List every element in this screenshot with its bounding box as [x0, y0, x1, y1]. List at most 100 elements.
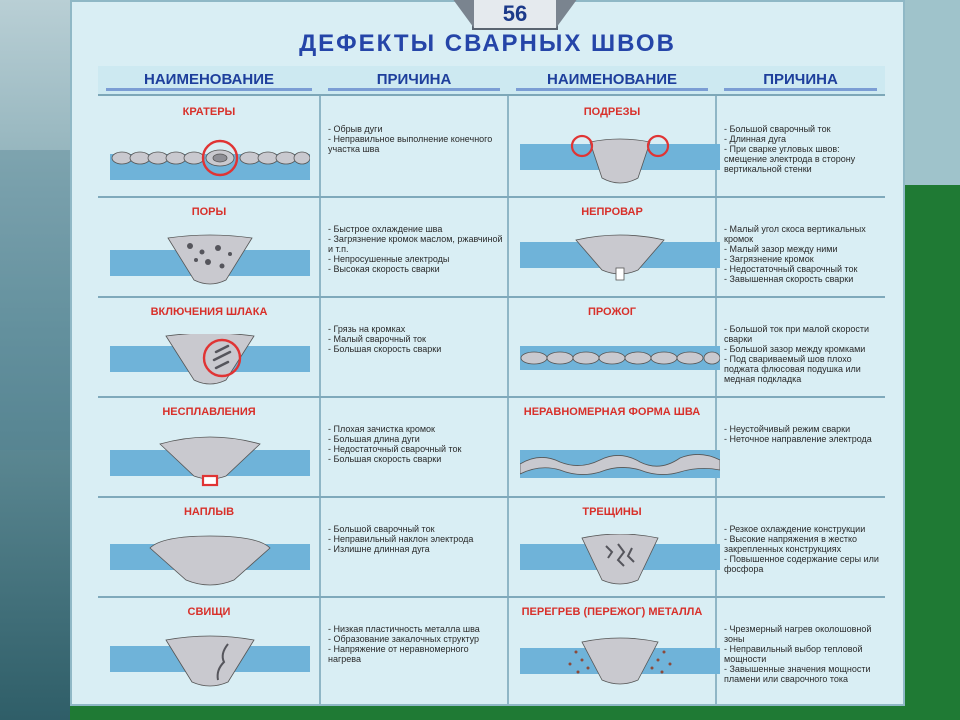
bottom-background-strip [70, 706, 905, 720]
defect-name: ВКЛЮЧЕНИЯ ШЛАКА [150, 306, 268, 318]
header-name-left: НАИМЕНОВАНИЕ [98, 66, 320, 96]
cause-cell: - Быстрое охлаждение шва - Загрязнение к… [320, 198, 508, 296]
cause-cell: - Плохая зачистка кромок - Большая длина… [320, 398, 508, 496]
lack-of-penetration-illustration [520, 234, 720, 281]
cause-item: - Большой ток при малой скорости сварки [724, 324, 870, 344]
cause-cell: - Малый угол скоса вертикальных кромок -… [716, 198, 885, 296]
left-background-frame [0, 0, 70, 720]
cause-item: - Грязь на кромках [328, 324, 406, 334]
cause-item: - Большой зазор между кромками [724, 344, 866, 354]
cause-item: - Неправильный наклон электрода [328, 534, 474, 544]
cause-item: - Завышенная скорость сварки [724, 274, 854, 284]
cause-list: - Большой сварочный ток - Неправильный н… [328, 524, 504, 554]
cause-item: - Низкая пластичность металла шва [328, 624, 480, 634]
cause-item: - Неправильное выполнение конечного учас… [328, 134, 493, 154]
defect-cell: НЕСПЛАВЛЕНИЯ [98, 398, 320, 496]
defect-name: КРАТЕРЫ [182, 106, 236, 118]
cause-cell: - Неустойчивый режим сварки - Неточное н… [716, 398, 885, 496]
cracks-weld-illustration [520, 534, 720, 585]
cause-list: - Низкая пластичность металла шва - Обра… [328, 624, 504, 664]
page-title: ДЕФЕКТЫ СВАРНЫХ ШВОВ [299, 30, 676, 57]
undercut-weld-illustration [520, 134, 720, 184]
uneven-weld-shape-illustration [520, 450, 720, 478]
cause-item: - Обрыв дуги [328, 124, 383, 134]
defect-name: СВИЩИ [187, 606, 231, 618]
cause-item: - Быстрое охлаждение шва [328, 224, 443, 234]
defect-cell: ПОДРЕЗЫ [508, 98, 720, 196]
cause-item: - Малый угол скоса вертикальных кромок [724, 224, 866, 244]
cause-list: - Обрыв дуги - Неправильное выполнение к… [328, 124, 504, 154]
cause-item: - Недостаточный сварочный ток [328, 444, 462, 454]
defect-cell: ПОРЫ [98, 198, 320, 296]
cause-item: - Повышенное содержание серы или фосфора [724, 554, 879, 574]
defect-name: НЕПРОВАР [581, 206, 643, 218]
header-cause-right: ПРИЧИНА [716, 66, 885, 96]
header-cause-left: ПРИЧИНА [320, 66, 508, 96]
cause-item: - Высокая скорость сварки [328, 264, 440, 274]
defect-name: ПРОЖОГ [587, 306, 637, 318]
pores-weld-illustration [110, 234, 310, 285]
cause-item: - Высокие напряжения в жестко закрепленн… [724, 534, 858, 554]
table-row: КРАТЕРЫ - Обрыв дуги - Неправильное выпо [98, 98, 885, 198]
table-row: СВИЩИ - Низкая пластичность металла шва … [98, 598, 885, 702]
defect-name: НАПЛЫВ [183, 506, 235, 518]
defect-name: ТРЕЩИНЫ [582, 506, 642, 518]
cause-item: - Неустойчивый режим сварки [724, 424, 851, 434]
column-divider [319, 96, 321, 706]
cause-item: - Непросушенные электроды [328, 254, 450, 264]
cause-item: - Резкое охлаждение конструкции [724, 524, 866, 534]
cause-item: - Большая скорость сварки [328, 454, 442, 464]
defect-name: ПЕРЕГРЕВ (ПЕРЕЖОГ) МЕТАЛЛА [521, 606, 703, 618]
cause-item: - Завышенные значения мощности пламени и… [724, 664, 871, 684]
cause-item: - Большой сварочный ток [328, 524, 435, 534]
cause-list: - Быстрое охлаждение шва - Загрязнение к… [328, 224, 504, 274]
cause-item: - Загрязнение кромок маслом, ржавчиной и… [328, 234, 503, 254]
lack-of-fusion-illustration [110, 436, 310, 487]
table-row: НАПЛЫВ - Большой сварочный ток - Неправи… [98, 498, 885, 598]
header-name-right: НАИМЕНОВАНИЕ [508, 66, 716, 96]
cause-cell: - Низкая пластичность металла шва - Обра… [320, 598, 508, 696]
defect-cell: СВИЩИ [98, 598, 320, 696]
cause-list: - Неустойчивый режим сварки - Неточное н… [724, 424, 881, 444]
column-divider [715, 96, 717, 706]
cause-item: - Малый сварочный ток [328, 334, 426, 344]
cause-item: - Под свариваемый шов плохо поджата флюс… [724, 354, 861, 384]
fistula-weld-illustration [110, 635, 310, 687]
cause-cell: - Резкое охлаждение конструкции - Высоки… [716, 498, 885, 596]
cause-item: - Чрезмерный нагрев околошовной зоны [724, 624, 872, 644]
defect-cell: КРАТЕРЫ [98, 98, 320, 196]
table-row: НЕСПЛАВЛЕНИЯ - Плохая зачистка кромок - … [98, 398, 885, 498]
cause-item: - Большая длина дуги [328, 434, 420, 444]
poster-sheet: 56 ДЕФЕКТЫ СВАРНЫХ ШВОВ НАИМЕНОВАНИЕ ПРИ… [70, 0, 905, 706]
cause-item: - Излишне длинная дуга [328, 544, 430, 554]
overheating-metal-illustration [520, 637, 720, 685]
cause-item: - Недостаточный сварочный ток [724, 264, 858, 274]
cause-item: - Большой сварочный ток [724, 124, 831, 134]
defect-cell: ТРЕЩИНЫ [508, 498, 720, 596]
cause-cell: - Большой ток при малой скорости сварки … [716, 298, 885, 396]
cause-list: - Плохая зачистка кромок - Большая длина… [328, 424, 504, 464]
cause-item: - Напряжение от неравномерного нагрева [328, 644, 469, 664]
table-row: ПОРЫ - Быстрое охлаждение шва - Загрязне… [98, 198, 885, 298]
cause-cell: - Большой сварочный ток - Неправильный н… [320, 498, 508, 596]
defect-cell: ПЕРЕГРЕВ (ПЕРЕЖОГ) МЕТАЛЛА [508, 598, 720, 696]
defect-cell: НЕПРОВАР [508, 198, 720, 296]
page-number-badge: 56 [452, 0, 578, 30]
defect-name: ПОРЫ [191, 206, 227, 218]
defect-name: НЕСПЛАВЛЕНИЯ [162, 406, 256, 418]
cause-cell: - Большой сварочный ток - Длинная дуга -… [716, 98, 885, 196]
cause-cell: - Чрезмерный нагрев околошовной зоны - Н… [716, 598, 885, 696]
cause-item: - Большая скорость сварки [328, 344, 442, 354]
overlap-weld-illustration [110, 535, 310, 586]
burn-through-illustration [520, 346, 720, 370]
right-background-frame [905, 0, 960, 720]
defect-cell: НАПЛЫВ [98, 498, 320, 596]
cause-item: - Длинная дуга [724, 134, 787, 144]
cause-item: - При сварке угловых швов: смещение элек… [724, 144, 856, 174]
cause-item: - Загрязнение кромок [724, 254, 814, 264]
cause-cell: - Обрыв дуги - Неправильное выполнение к… [320, 98, 508, 196]
slag-inclusion-illustration [110, 334, 310, 385]
cause-item: - Неправильный выбор тепловой мощности [724, 644, 863, 664]
column-divider [507, 96, 509, 706]
cause-list: - Грязь на кромках - Малый сварочный ток… [328, 324, 504, 354]
